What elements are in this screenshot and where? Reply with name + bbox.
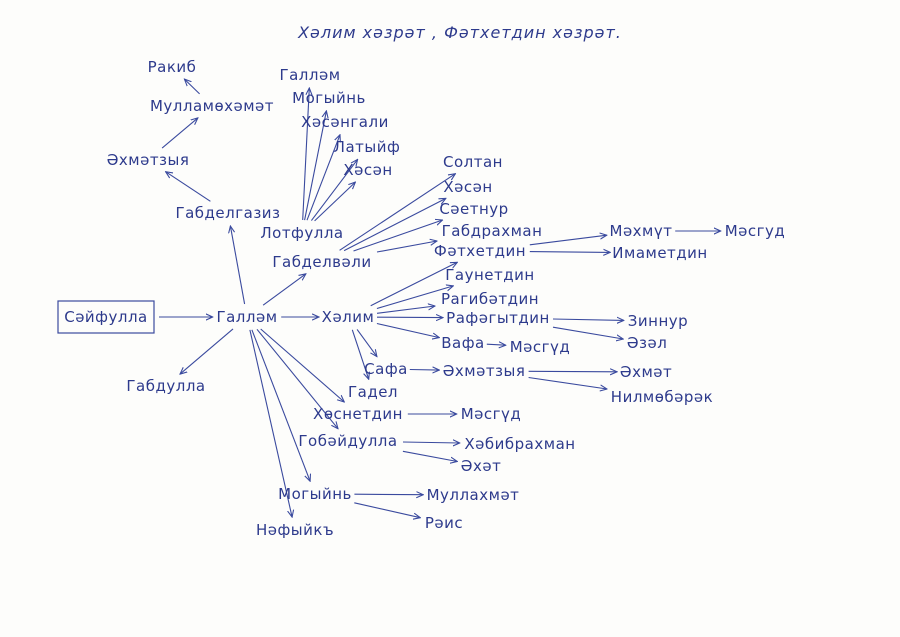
node-mullakhmat: Муллахмәт: [427, 486, 520, 504]
edge-gallam-khosnetdin: [260, 328, 345, 402]
node-soltan: Солтан: [443, 153, 503, 171]
edge-lotfulla-gallam2: [302, 88, 310, 221]
node-fatkhetdin: Фәтхетдин: [434, 242, 526, 260]
edge-lotfulla-khasan1: [314, 182, 356, 222]
node-zinnur: Зиннур: [628, 312, 688, 330]
edge-khalim-ragibatdin: [376, 306, 435, 314]
edge-khalim-safa: [356, 329, 377, 356]
node-masgud2: Мәсгүд: [510, 338, 571, 356]
node-azal: Әзәл: [627, 334, 668, 352]
edge-mullamokhamat-rakib: [184, 79, 200, 95]
node-gallam: Галләм: [216, 308, 277, 326]
node-khasan2: Хәсән: [443, 178, 492, 196]
node-masgud1: Мәсгуд: [725, 222, 786, 240]
edges-layer: [159, 79, 721, 518]
node-mogyin2: Могыйнь: [278, 485, 352, 503]
node-gaunetdin: Гаунетдин: [445, 266, 534, 284]
node-gabdrakhman: Габдрахман: [442, 222, 543, 240]
node-akhmatzya2: Әхмәтзыя: [443, 362, 526, 380]
node-makhmut: Мәхмүт: [610, 222, 673, 240]
diagram-title: Хәлим хәзрәт , Фәтхетдин хәзрәт.: [297, 23, 622, 42]
edge-khalim-fatkhetdin: [370, 262, 458, 307]
node-ragibatdin: Рагибәтдин: [441, 290, 539, 308]
edge-akhmatzya1-mullamokhamat: [161, 118, 198, 149]
edge-gabdelgaziz-akhmatzya1: [166, 172, 211, 202]
node-saifulla: Сәйфулла: [64, 308, 148, 326]
node-khabibrakhman: Хәбибрахман: [464, 435, 575, 453]
node-rafagytdin: Рафәгытдин: [446, 309, 550, 327]
edge-gallam-gabdelgaziz: [230, 226, 246, 305]
edge-gobaidulla-akhat: [402, 450, 457, 461]
node-akhmat: Әхмәт: [620, 363, 672, 381]
node-lotfulla: Лотфулла: [260, 224, 343, 242]
edge-gallam-mogyin2: [251, 329, 310, 481]
node-latyif: Латыйф: [334, 138, 401, 156]
edge-akhmatzya2-akhmat: [528, 371, 617, 372]
edge-khalim-gaunetdin: [376, 286, 453, 310]
edge-akhmatzya2-nilmobarak: [528, 376, 607, 390]
edge-gallam-nafyik: [249, 329, 292, 517]
edge-gallam-gabdelvali: [262, 274, 306, 306]
edge-khalim-vafa: [376, 322, 439, 338]
root-box: [57, 300, 155, 334]
node-safa: Сафа: [364, 360, 408, 378]
node-nilmobarak: Нилмөбәрәк: [611, 388, 713, 406]
node-rakib: Ракиб: [148, 58, 197, 76]
node-nafyik: Нәфыйкъ: [256, 521, 334, 539]
edge-gabdelvali-khasan2: [343, 198, 446, 252]
node-imametdin: Имаметдин: [612, 244, 707, 262]
node-gabdelvali: Габделвәли: [272, 253, 371, 271]
edge-gobaidulla-khabibrakhman: [402, 442, 460, 443]
node-gadel: Гадел: [348, 383, 398, 401]
edge-rafagytdin-zinnur: [552, 319, 624, 320]
node-gabdulla: Габдулла: [126, 377, 205, 395]
node-khalim: Хәлим: [322, 308, 375, 326]
node-khasangali: Хәсәнгали: [301, 113, 389, 131]
edge-gallam-gabdulla: [180, 328, 234, 374]
node-rais: Рәис: [425, 514, 463, 532]
edge-gallam-gobaidulla: [256, 328, 338, 428]
edge-mogyin2-rais: [354, 502, 420, 518]
edge-vafa-masgud2: [486, 344, 506, 345]
node-gobaidulla: Гобәйдулла: [298, 432, 397, 450]
node-akhmatzya1: Әхмәтзыя: [107, 151, 190, 169]
edge-khalim-gadel: [351, 329, 368, 379]
edge-rafagytdin-azal: [552, 326, 623, 339]
edge-lotfulla-khasangali: [306, 135, 340, 221]
edge-fatkhetdin-imametdin: [529, 252, 610, 253]
edge-lotfulla-latyif: [310, 159, 357, 221]
node-khasan1: Хәсән: [343, 161, 392, 179]
node-gallam2: Галләм: [279, 66, 340, 84]
edge-lotfulla-mogyin1: [304, 111, 327, 221]
edge-gabdelvali-saetnur: [353, 220, 443, 252]
node-mogyin1: Могыйнь: [292, 89, 366, 107]
edge-safa-akhmatzya2: [409, 370, 440, 371]
node-akhat: Әхәт: [461, 457, 502, 475]
edge-mogyin2-mullakhmat: [354, 494, 423, 495]
node-khosnetdin: Хөснетдин: [313, 405, 403, 423]
node-gabdelgaziz: Габделгазиз: [175, 204, 280, 222]
node-mullamokhamat: Мулламөхәмәт: [150, 97, 274, 115]
node-saetnur: Сәетнур: [439, 200, 508, 218]
edge-fatkhetdin-makhmut: [529, 235, 607, 246]
node-vafa: Вафа: [441, 334, 485, 352]
edge-gabdelvali-gabdrakhman: [376, 241, 437, 253]
node-masgud3: Мәсгүд: [461, 405, 522, 423]
edge-gabdelvali-soltan: [339, 174, 456, 251]
